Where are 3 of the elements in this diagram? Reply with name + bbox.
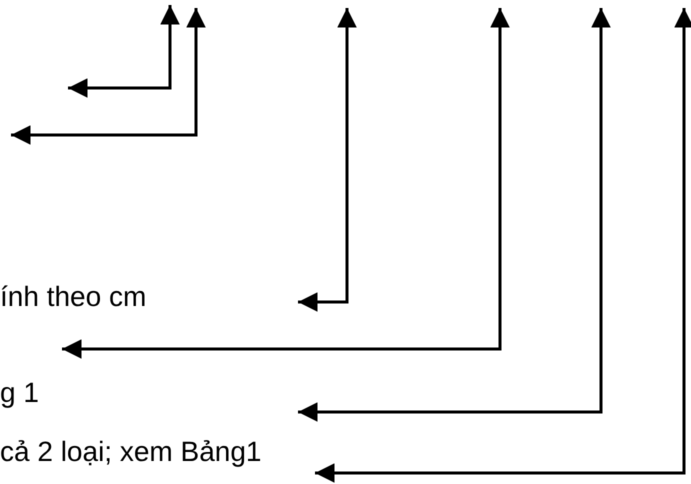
annotation-text: g 1 <box>0 377 39 409</box>
annotation-text: ính theo cm <box>0 281 146 313</box>
annotation-text: cả 2 loại; xem Bảng1 <box>0 436 262 468</box>
